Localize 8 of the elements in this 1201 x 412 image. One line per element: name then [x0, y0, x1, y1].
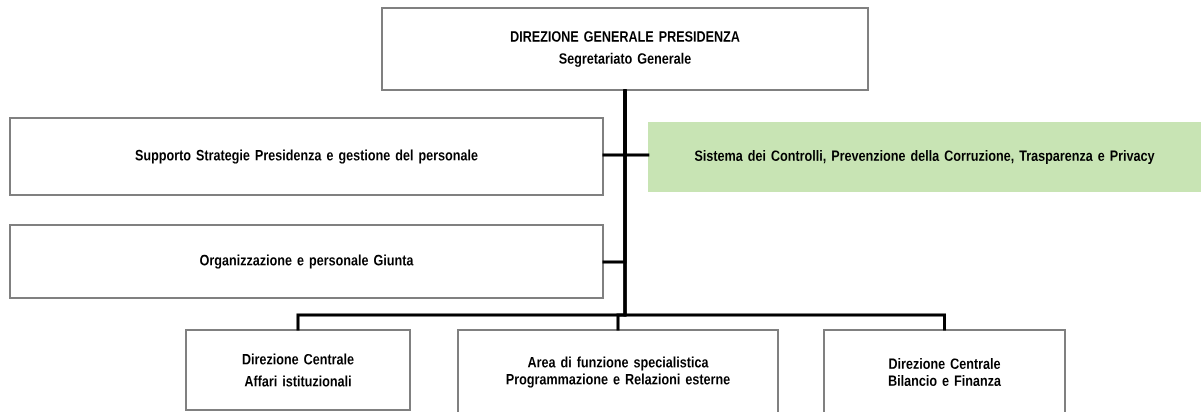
connector-line [623, 89, 946, 331]
unit-box: Area di funzione specialistica Programmazione e Relazioni esterne [457, 329, 779, 412]
unit-box: Supporto Strategie Presidenza e gestione del personale [9, 117, 604, 196]
unit-box: Organizzazione e personale Giunta [9, 224, 604, 299]
unit-box: Direzione Centrale Affari istituzionali [185, 329, 411, 411]
unit-box: DIREZIONE GENERALE PRESIDENZA Segretariato Generale [381, 7, 869, 91]
unit-box: Sistema dei Controlli, Prevenzione della Corruzione, Trasparenza e Privacy [648, 122, 1201, 192]
unit-box: Direzione Centrale Bilancio e Finanza [823, 329, 1066, 412]
